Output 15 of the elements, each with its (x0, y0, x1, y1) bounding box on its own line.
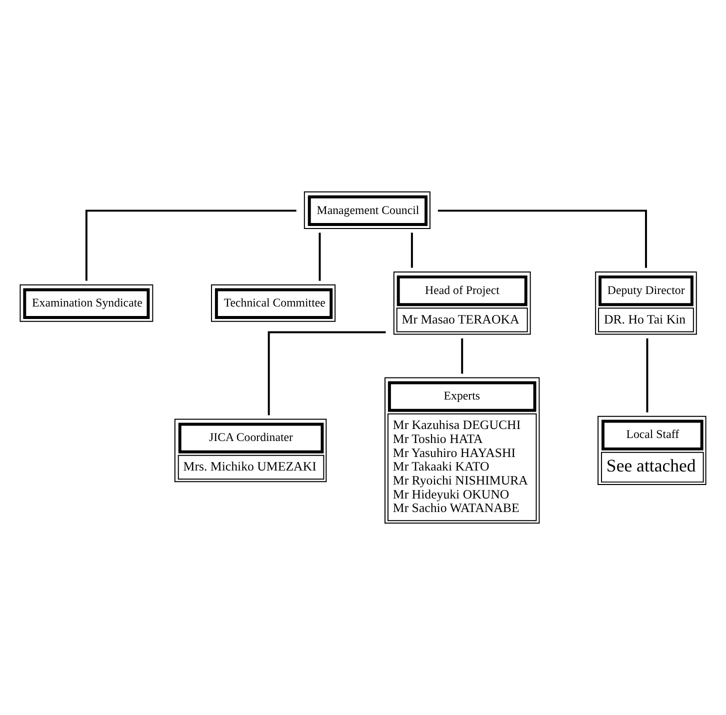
connector (85, 210, 296, 281)
connector (438, 210, 647, 268)
connector (646, 338, 648, 412)
connector (268, 331, 386, 416)
connector (410, 232, 413, 268)
node-box: Management Council (304, 191, 430, 229)
node-box: Experts Mr Kazuhisa DEGUCHI Mr Toshio HATA Mr Yasuhiro HAYASHI Mr Takaaki KATO Mr Ryoichi NISHIMURA Mr Hideyuki OKUNO Mr Sachio WATANABE (384, 377, 540, 524)
node-box: JICA Coordinater Mrs. Michiko UMEZAKI (174, 418, 327, 482)
node-box: Examination Syndicate (20, 284, 154, 322)
node-box: Technical Committee (211, 284, 336, 322)
node-box: Deputy Director DR. Ho Tai Kin (595, 272, 697, 335)
connector (318, 232, 321, 281)
connector (461, 338, 464, 374)
node-box: Head of Project Mr Masao TERAOKA (393, 272, 531, 335)
node-box: Local Staff See attached (598, 416, 706, 486)
